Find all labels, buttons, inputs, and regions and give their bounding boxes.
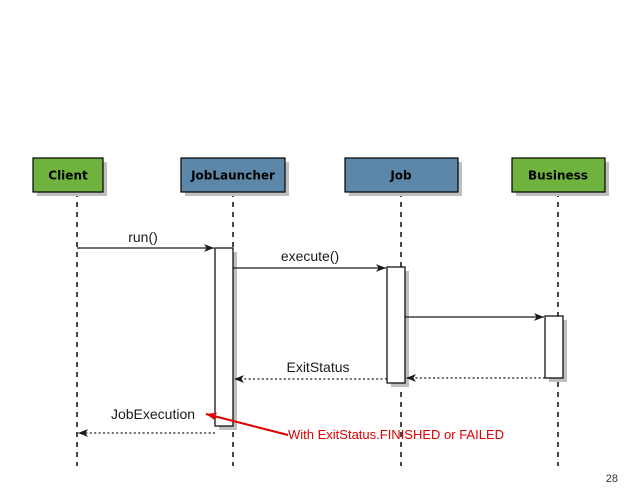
annotation-exitstatus-note: With ExitStatus.FINISHED or FAILED: [205, 412, 504, 442]
activation-bar-business: [544, 315, 564, 379]
participant-client-box[interactable]: [32, 157, 104, 193]
message-jobexecution-label: JobExecution: [111, 406, 195, 422]
activation-bar-job: [386, 266, 406, 384]
participant-joblauncher-box[interactable]: [180, 157, 286, 193]
message-execute-label: execute(): [281, 248, 339, 264]
participant-business-box[interactable]: [511, 157, 606, 193]
participant-joblauncher[interactable]: JobLauncher: [180, 157, 289, 196]
participant-business-label: Business: [528, 169, 588, 183]
participant-joblauncher-label: JobLauncher: [190, 169, 275, 183]
activation-bars-group: [214, 247, 567, 430]
annotation-text: With ExitStatus.FINISHED or FAILED: [288, 427, 504, 442]
participant-client[interactable]: Client: [32, 157, 107, 196]
activation-bar-joblauncher: [214, 247, 234, 427]
message-run-label: run(): [128, 229, 158, 245]
participant-job[interactable]: Job: [344, 157, 462, 196]
annotation-pointer-arrow: [205, 412, 289, 436]
message-exitstatus-label: ExitStatus: [286, 359, 349, 375]
participant-job-box[interactable]: [344, 157, 459, 193]
participant-job-label: Job: [389, 169, 412, 183]
participant-business[interactable]: Business: [511, 157, 609, 196]
message-exitstatus[interactable]: ExitStatus: [234, 359, 387, 383]
message-run[interactable]: run(): [77, 229, 214, 252]
participant-client-label: Client: [48, 169, 88, 183]
page-number: 28: [606, 473, 618, 485]
message-jobexecution[interactable]: JobExecution: [78, 406, 215, 437]
message-execute[interactable]: execute(): [233, 248, 386, 272]
